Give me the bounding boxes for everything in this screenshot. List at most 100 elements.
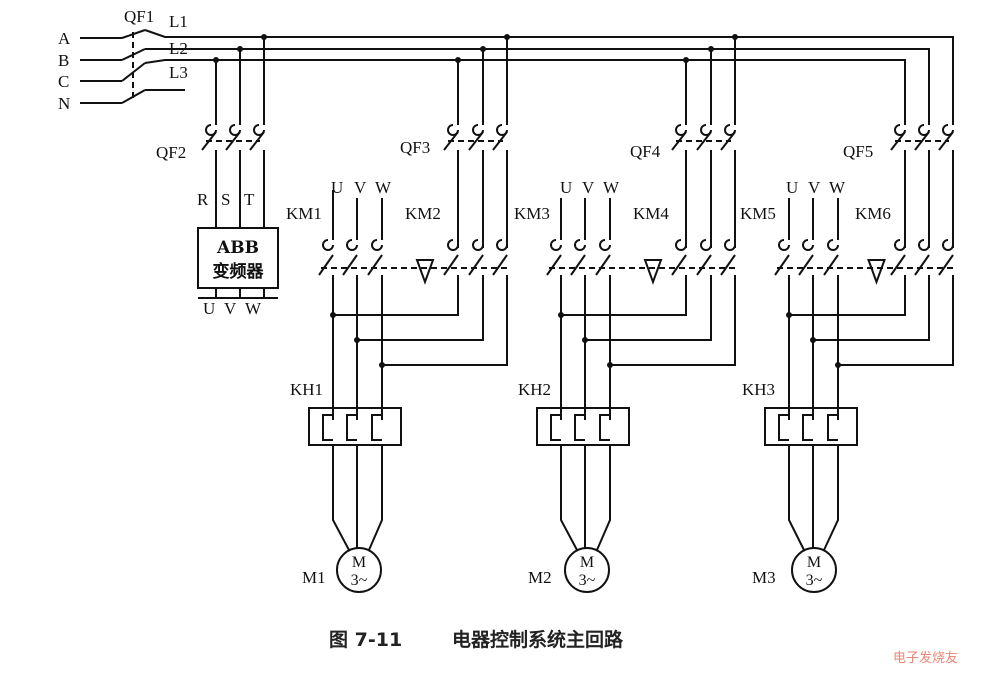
- bypass-blade: [938, 254, 954, 282]
- contactor-blade: [570, 254, 586, 420]
- vfd-name: 变频器: [213, 261, 265, 282]
- vfd-output-v: V: [224, 299, 237, 318]
- bypass-blade: [914, 254, 930, 282]
- junction-dot: [683, 57, 689, 63]
- bypass-blade: [443, 254, 459, 282]
- figure-title: 电器控制系统主回路: [452, 628, 624, 651]
- interlock-triangle: [867, 259, 886, 285]
- feeder-tap: [457, 37, 508, 125]
- contactor-blade: [774, 254, 790, 420]
- bus-l3: [144, 59, 906, 125]
- bus-l2: [145, 48, 930, 125]
- junction-dot: [708, 46, 714, 52]
- motor-lead-w: [368, 445, 383, 551]
- contactor-blade: [546, 254, 562, 420]
- junction-dot: [504, 34, 510, 40]
- g3-term-w: W: [829, 178, 846, 197]
- incoming-phases: [80, 37, 122, 104]
- qf4-label: QF4: [630, 142, 661, 161]
- junction-dot: [261, 34, 267, 40]
- contactor-hook: [778, 239, 790, 251]
- qf3-blade: [468, 131, 484, 248]
- g3-term-u: U: [786, 178, 798, 197]
- contactor-hook: [574, 239, 586, 251]
- junction-dot: [558, 312, 564, 318]
- qf3-label: QF3: [400, 138, 430, 157]
- m1-label: M1: [302, 568, 326, 587]
- bypass-return-w: [382, 282, 508, 366]
- g1-term-w: W: [375, 178, 392, 197]
- vfd-brand: ABB: [216, 238, 259, 258]
- figure-number: 图 7-11: [329, 629, 402, 651]
- watermark: 电子发烧友: [893, 650, 958, 666]
- overload-element: [778, 414, 789, 441]
- junction-dot: [237, 46, 243, 52]
- labels: A B C N QF1 L1 L2 L3 QF2 R S T ABB 变频器 U…: [58, 7, 958, 666]
- junction-dot: [835, 362, 841, 368]
- g1-term-v: V: [354, 178, 367, 197]
- g2-term-u: U: [560, 178, 572, 197]
- motor-lead-u: [332, 445, 350, 551]
- vfd-input-s: S: [221, 190, 230, 209]
- kh2-label: KH2: [518, 380, 551, 399]
- interlock-triangle: [643, 259, 663, 285]
- bypass-return-w: [838, 282, 954, 366]
- overload-relay-box: [536, 407, 630, 446]
- g2-term-v: V: [582, 178, 595, 197]
- overload-element: [371, 414, 382, 441]
- overload-element: [827, 414, 838, 441]
- phase-a-label: A: [58, 29, 71, 48]
- qf4-blade: [696, 131, 712, 248]
- contactor-blade: [342, 254, 358, 420]
- qf3-blade: [443, 131, 459, 248]
- feeder-tap: [215, 37, 265, 125]
- l2-label: L2: [169, 39, 188, 58]
- junction-dot: [354, 337, 360, 343]
- junction-dot: [582, 337, 588, 343]
- contactor-hook: [371, 239, 383, 251]
- contactor-blade: [823, 254, 839, 420]
- contactor-blade: [595, 254, 611, 420]
- bypass-return-v: [357, 282, 484, 341]
- wiring: [80, 29, 957, 593]
- qf4-blade: [671, 131, 687, 248]
- overload-element: [346, 414, 357, 441]
- m2-phase: 3~: [579, 572, 596, 589]
- phase-b-label: B: [58, 51, 69, 70]
- qf5-label: QF5: [843, 142, 873, 161]
- junction-dot: [379, 362, 385, 368]
- bypass-blade: [696, 254, 712, 282]
- qf2-label: QF2: [156, 143, 186, 162]
- m1-letter: M: [352, 554, 366, 571]
- qf3-blade: [492, 131, 508, 248]
- m3-letter: M: [807, 554, 821, 571]
- motor-circle: [791, 547, 837, 593]
- contactor-hook: [802, 239, 814, 251]
- km1-label: KM1: [286, 204, 322, 223]
- qf2-blade: [201, 131, 217, 228]
- overload-relay-box: [308, 407, 402, 446]
- contactor-hook: [322, 239, 334, 251]
- km3-label: KM3: [514, 204, 550, 223]
- qf2-blade: [249, 131, 265, 228]
- qf1-label: QF1: [124, 7, 154, 26]
- g3-term-v: V: [808, 178, 821, 197]
- bypass-blade: [492, 254, 508, 282]
- bypass-return-u: [789, 282, 906, 316]
- contactor-hook: [827, 239, 839, 251]
- feeder-tap: [685, 37, 736, 125]
- bypass-return-u: [333, 282, 459, 316]
- qf5-blade: [938, 131, 954, 248]
- km5-label: KM5: [740, 204, 776, 223]
- contactor-hook: [496, 239, 508, 251]
- overload-element: [322, 414, 333, 441]
- bypass-return-v: [813, 282, 930, 341]
- junction-dot: [330, 312, 336, 318]
- contactor-hook: [700, 239, 712, 251]
- vfd-output-w: W: [245, 299, 262, 318]
- qf5-blade: [890, 131, 906, 248]
- contactor-hook: [918, 239, 930, 251]
- m1-phase: 3~: [351, 572, 368, 589]
